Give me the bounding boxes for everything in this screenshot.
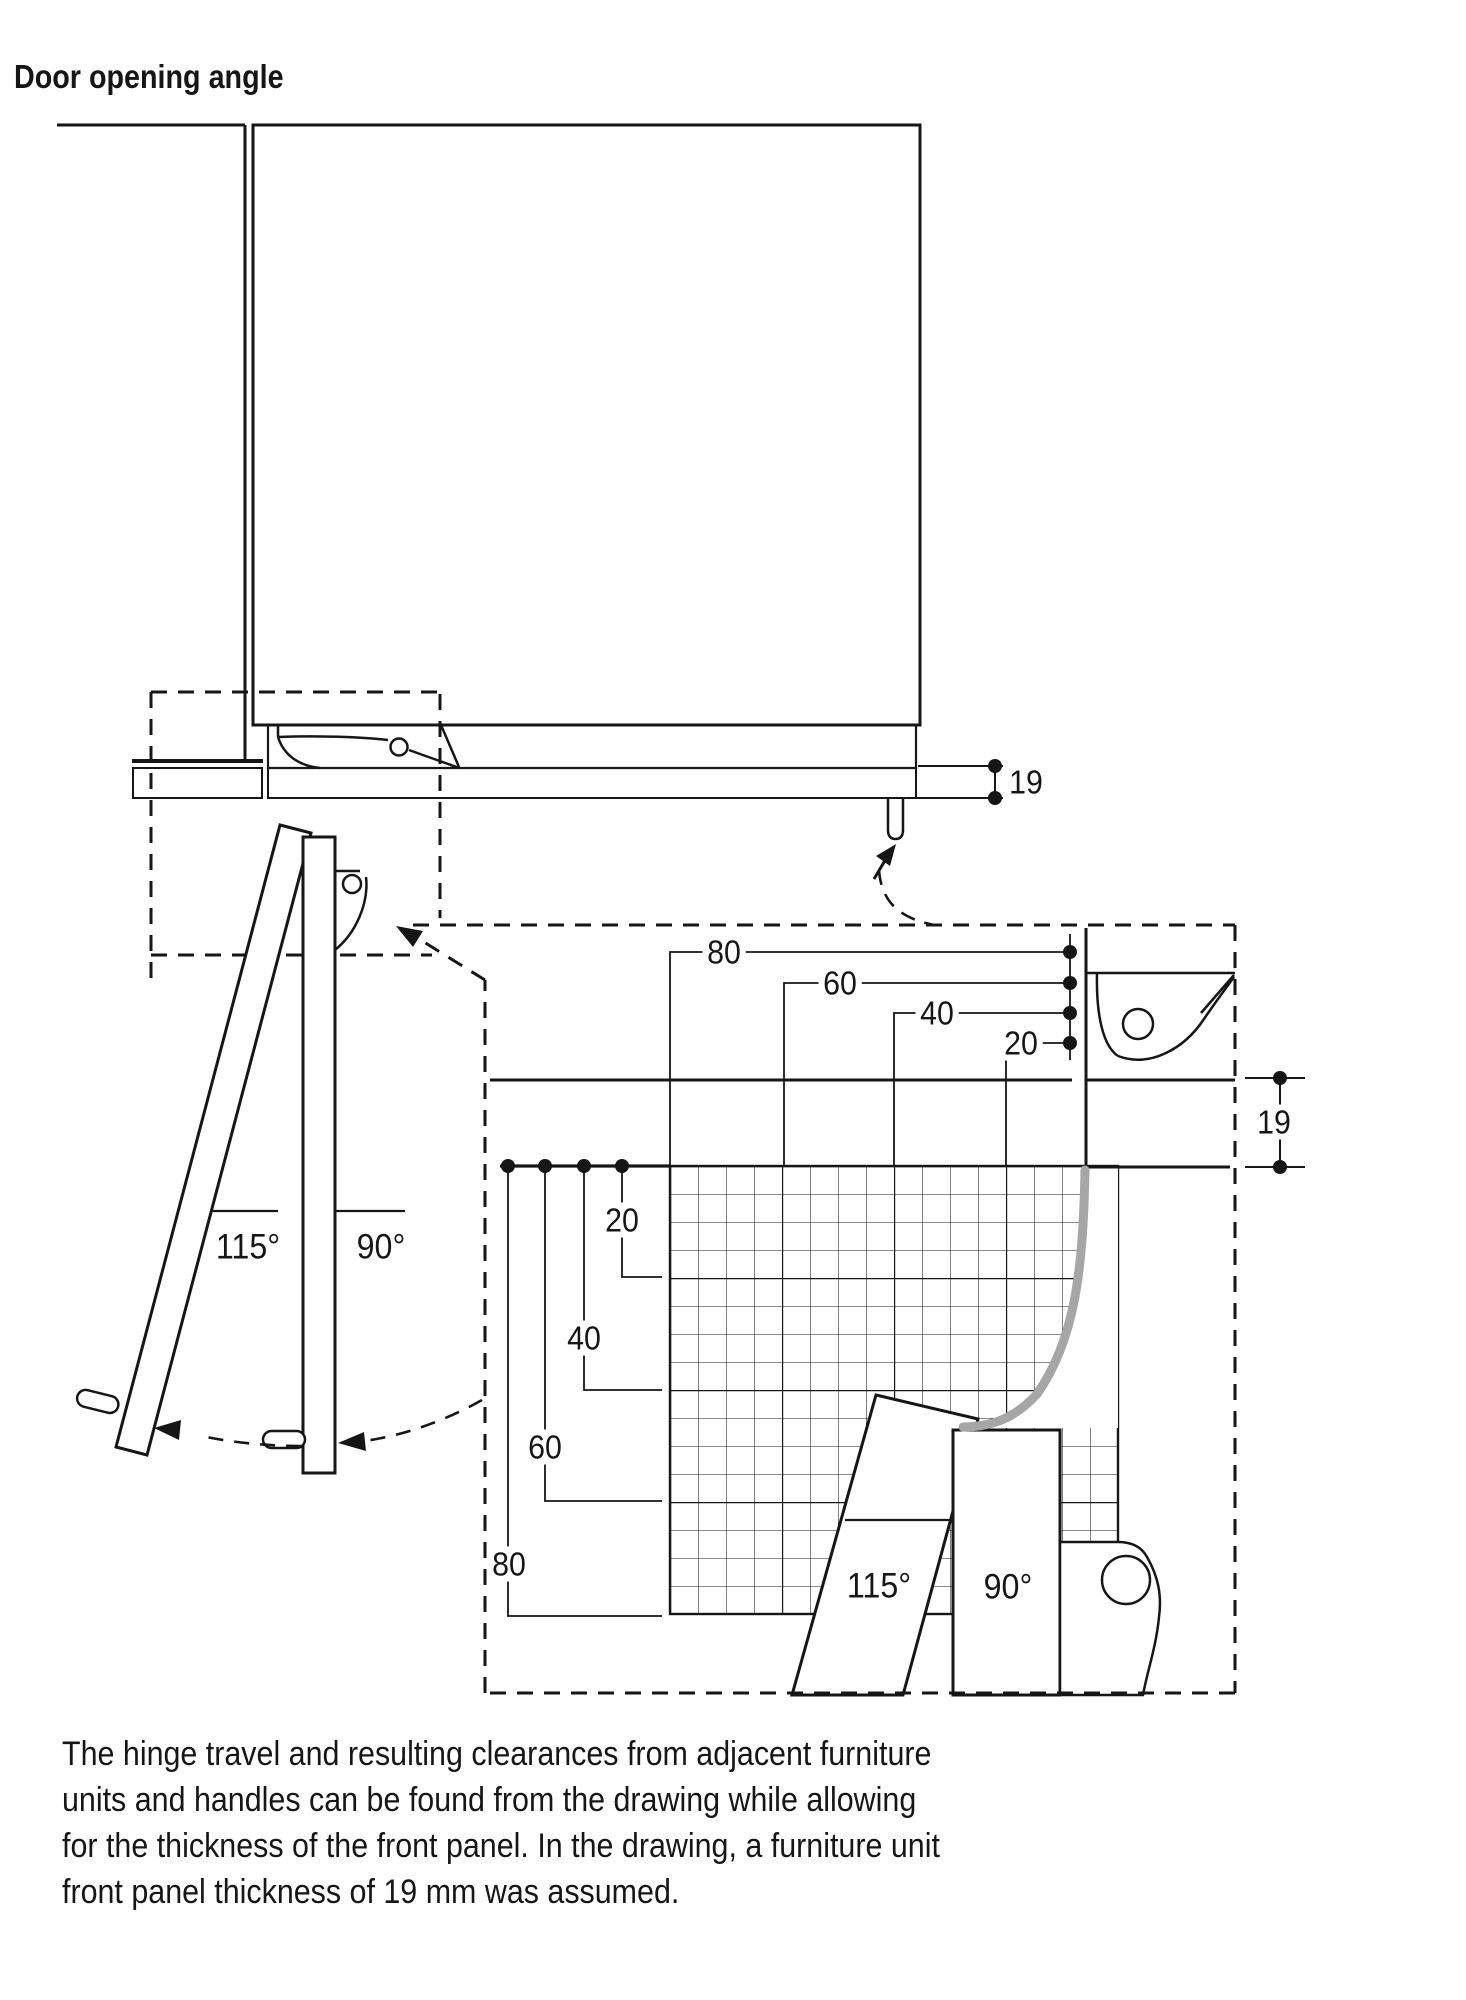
detail-figure	[396, 923, 1305, 1697]
dim-label-left-60: 60	[523, 1429, 567, 1465]
swept-zone-mask	[958, 1166, 1118, 1428]
foot-callout-dashed	[877, 869, 935, 927]
detail-box	[402, 923, 1237, 1695]
dim-label-19-detail: 19	[1252, 1104, 1296, 1140]
dim-label-left-20: 20	[600, 1202, 644, 1238]
caption-paragraph: The hinge travel and resulting clearance…	[62, 1731, 1100, 1915]
door-90	[301, 835, 337, 1475]
hinge-pin	[389, 737, 409, 757]
foot-arrow-head	[876, 844, 896, 866]
door-115-handle	[75, 1388, 120, 1415]
angle-label-90-overview: 90°	[356, 1227, 406, 1267]
angle-label-90-detail: 90°	[983, 1567, 1033, 1607]
door-hinge-bracket	[334, 869, 368, 951]
caption-line: The hinge travel and resulting clearance…	[62, 1735, 932, 1773]
callout-box	[149, 690, 442, 988]
dim-label-left-40: 40	[562, 1320, 606, 1356]
angle-label-115-detail: 115°	[846, 1566, 912, 1606]
door-115	[114, 823, 313, 1457]
dim-label-left-80: 80	[487, 1546, 531, 1582]
dim-label-19-overview: 19	[1004, 764, 1048, 800]
hinge-bracket	[276, 724, 461, 770]
detail-box-arrow-head	[396, 926, 423, 947]
dim-label-top-60: 60	[818, 965, 862, 1001]
caption-line: for the thickness of the front panel. In…	[62, 1827, 940, 1865]
dim-label-top-20: 20	[999, 1025, 1043, 1061]
detail-hinge-bottom	[1058, 1540, 1162, 1697]
detail-door-90	[951, 1428, 1062, 1697]
cabinet-plinth	[132, 767, 263, 799]
angle-label-115-overview: 115°	[215, 1227, 281, 1267]
door-swing-path	[958, 1165, 1090, 1432]
door-90-handle	[261, 1429, 307, 1450]
top-dimension-leaders	[669, 934, 1077, 1166]
dim-label-top-40: 40	[915, 995, 959, 1031]
detail-hinge-top	[1095, 972, 1236, 1061]
left-dimension-leaders	[500, 1159, 670, 1617]
appliance-bottom-panel	[266, 725, 918, 770]
overview-figure	[57, 123, 1003, 988]
foot-pin	[886, 798, 905, 841]
caption-line: units and handles can be found from the …	[62, 1781, 917, 1819]
swing-arc	[154, 1398, 483, 1451]
appliance-plinth	[267, 767, 917, 799]
detail-door-115	[790, 1393, 980, 1697]
page-title: Door opening angle	[14, 58, 284, 95]
appliance-door-panel	[251, 123, 922, 727]
dim-label-top-80: 80	[702, 934, 746, 970]
dim-19-overview	[916, 759, 1003, 805]
open-door-figure	[75, 823, 483, 1475]
caption-line: front panel thickness of 19 mm was assum…	[62, 1873, 680, 1911]
